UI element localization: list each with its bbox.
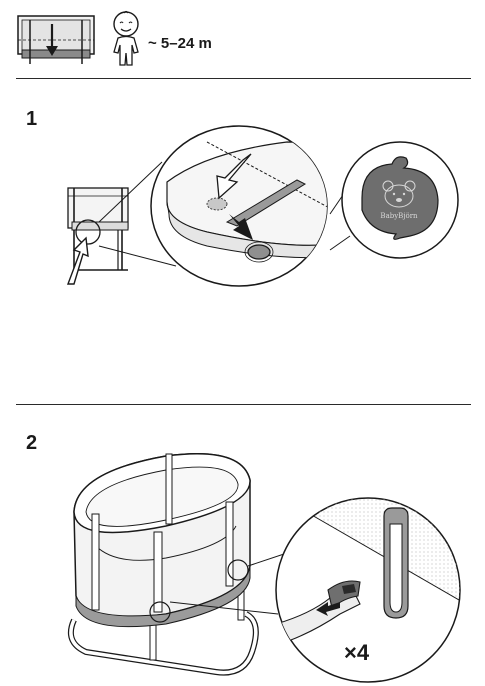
baby-icon	[113, 10, 139, 66]
step-number-1: 1	[26, 108, 38, 130]
step-number-2: 2	[26, 432, 38, 454]
repeat-count-label: ×4	[344, 640, 370, 665]
bassinet-lowered-icon	[17, 15, 95, 64]
age-range-label: ~ 5–24 m	[148, 35, 212, 52]
underside-zoom-detail	[150, 125, 328, 287]
strap-release-zoom-detail	[275, 497, 461, 683]
section-divider-top	[16, 78, 471, 79]
brand-logo-text: BabyBjörn	[380, 212, 418, 220]
brand-tag-zoom-detail: BabyBjörn	[341, 141, 459, 259]
section-divider-middle	[16, 404, 471, 405]
bassinet-3d-view	[68, 453, 259, 676]
bassinet-stand-side-view	[66, 187, 129, 285]
